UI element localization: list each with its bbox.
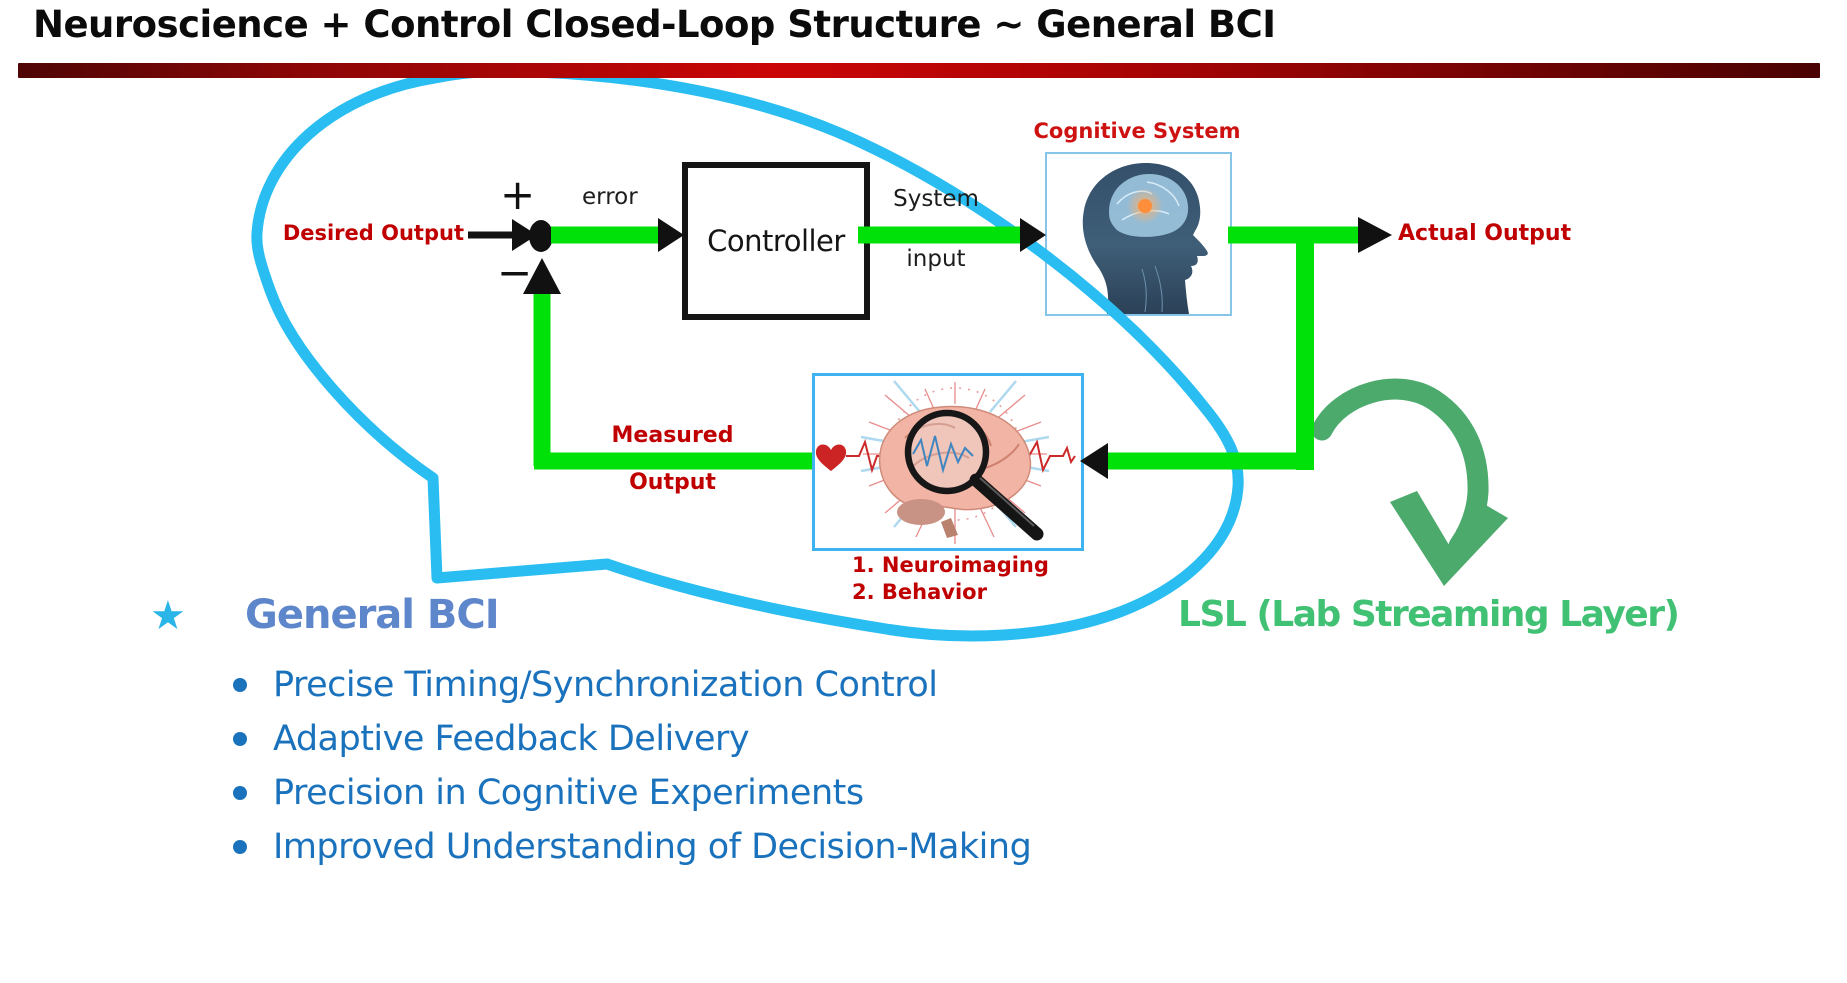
measured-output-label-line1: Measured <box>611 423 734 448</box>
error-arrow-head <box>658 218 684 252</box>
title-divider-bar <box>18 63 1820 78</box>
measurement-items-list: 1. Neuroimaging 2. Behavior <box>852 552 1049 606</box>
star-icon: ★ <box>150 593 186 639</box>
list-item: Precise Timing/Synchronization Control <box>233 663 1031 707</box>
bullet-dot-icon <box>233 840 247 854</box>
measurement-item-behavior: 2. Behavior <box>852 580 987 604</box>
list-item: Improved Understanding of Decision-Makin… <box>233 825 1032 869</box>
heart-icon <box>815 444 847 471</box>
measured-output-label-line2: Output <box>629 470 716 495</box>
list-item: Adaptive Feedback Delivery <box>233 717 1031 761</box>
summing-junction <box>529 220 553 252</box>
lsl-label: LSL (Lab Streaming Layer) <box>1178 594 1680 635</box>
bullet-text: Precise Timing/Synchronization Control <box>273 665 938 705</box>
bullet-dot-icon <box>233 786 247 800</box>
cognitive-system-label: Cognitive System <box>1033 119 1241 143</box>
controller-label: Controller <box>707 224 845 258</box>
minus-sign: − <box>497 248 533 297</box>
curved-arrow-head <box>1390 491 1508 586</box>
bullet-text: Adaptive Feedback Delivery <box>273 719 750 759</box>
list-item: Precision in Cognitive Experiments <box>233 771 1031 815</box>
plus-sign: + <box>500 170 536 219</box>
brain-magnifier-image <box>815 380 1076 544</box>
actual-output-label: Actual Output <box>1398 221 1572 246</box>
measurement-item-neuroimaging: 1. Neuroimaging <box>852 553 1049 577</box>
measurement-arrow-head <box>1080 443 1108 479</box>
system-input-label-line1: System <box>893 186 979 212</box>
curved-arrow-shaft <box>1311 378 1489 557</box>
system-input-arrow-head <box>1020 218 1046 252</box>
system-input-label-line2: input <box>906 246 966 272</box>
bullet-list: Precise Timing/Synchronization Control A… <box>233 663 1032 879</box>
general-bci-heading: General BCI <box>245 592 500 638</box>
bullet-text: Precision in Cognitive Experiments <box>273 773 864 813</box>
brain-head-image <box>1082 163 1208 314</box>
bullet-dot-icon <box>233 678 247 692</box>
slide-title: Neuroscience + Control Closed-Loop Struc… <box>33 3 1276 46</box>
cerebellum <box>897 499 945 525</box>
bullet-dot-icon <box>233 732 247 746</box>
bullet-text: Improved Understanding of Decision-Makin… <box>273 827 1032 867</box>
input-arrow-head <box>512 219 537 251</box>
controller-block: Controller <box>682 162 870 320</box>
actual-output-arrow-head <box>1358 217 1392 253</box>
error-label: error <box>582 184 638 210</box>
measurement-block <box>812 373 1084 551</box>
cognitive-system-block <box>1045 152 1232 316</box>
desired-output-label: Desired Output <box>282 221 464 245</box>
brain-glow-core <box>1138 199 1152 213</box>
